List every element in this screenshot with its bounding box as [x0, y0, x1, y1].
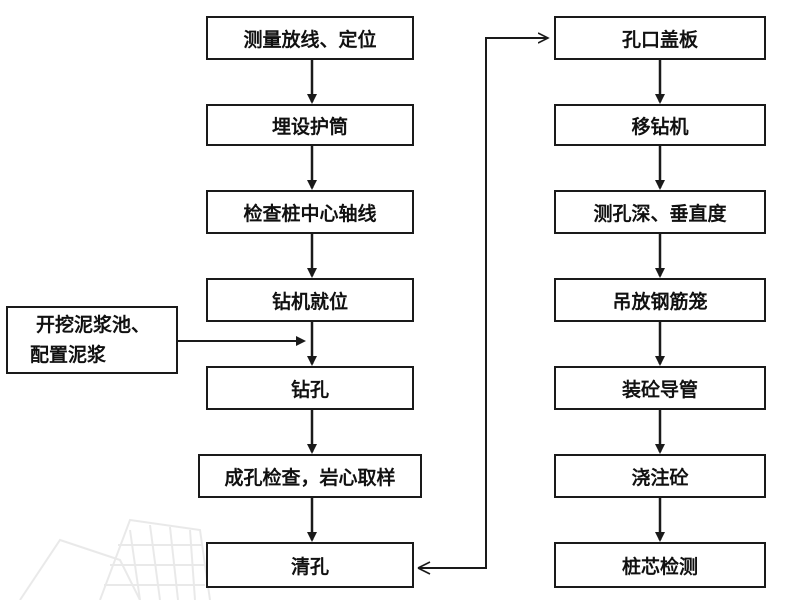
step-l4-box: 钻机就位 [206, 278, 414, 322]
step-r4-box: 吊放钢筋笼 [554, 278, 766, 322]
step-l6-label: 成孔检查，岩心取样 [224, 466, 396, 489]
step-l6-box: 成孔检查，岩心取样 [198, 454, 422, 498]
step-l7-label: 清孔 [290, 555, 329, 578]
step-r7-label: 桩芯检测 [621, 555, 698, 578]
step-l4-label: 钻机就位 [271, 290, 348, 313]
step-r7-box: 桩芯检测 [554, 542, 766, 588]
step-l3-label: 检查桩中心轴线 [243, 202, 377, 225]
step-l1-box: 测量放线、定位 [206, 16, 414, 60]
side-input-line1: 开挖泥浆池、 [36, 314, 151, 336]
step-l1-label: 测量放线、定位 [243, 28, 377, 51]
step-l5-label: 钻孔 [290, 378, 329, 401]
step-r1-box: 孔口盖板 [554, 16, 766, 60]
step-r2-label: 移钻机 [631, 115, 689, 138]
connector-l7-r1 [418, 38, 548, 569]
step-l5-box: 钻孔 [206, 366, 414, 410]
step-r5-label: 装砼导管 [621, 378, 698, 401]
step-l3-box: 检查桩中心轴线 [206, 190, 414, 234]
step-r5-box: 装砼导管 [554, 366, 766, 410]
step-l2-label: 埋设护筒 [271, 115, 348, 138]
step-r4-label: 吊放钢筋笼 [612, 290, 708, 313]
step-r2-box: 移钻机 [554, 104, 766, 146]
step-r3-label: 测孔深、垂直度 [593, 202, 727, 225]
step-r1-label: 孔口盖板 [621, 28, 698, 51]
step-r3-box: 测孔深、垂直度 [554, 190, 766, 234]
step-l2-box: 埋设护筒 [206, 104, 414, 146]
side-input-line2: 配置泥浆 [30, 344, 107, 366]
step-r6-label: 浇注砼 [631, 466, 689, 489]
side-input-box: 开挖泥浆池、 配置泥浆 [6, 306, 178, 374]
step-r6-box: 浇注砼 [554, 454, 766, 498]
step-l7-box: 清孔 [206, 542, 414, 588]
